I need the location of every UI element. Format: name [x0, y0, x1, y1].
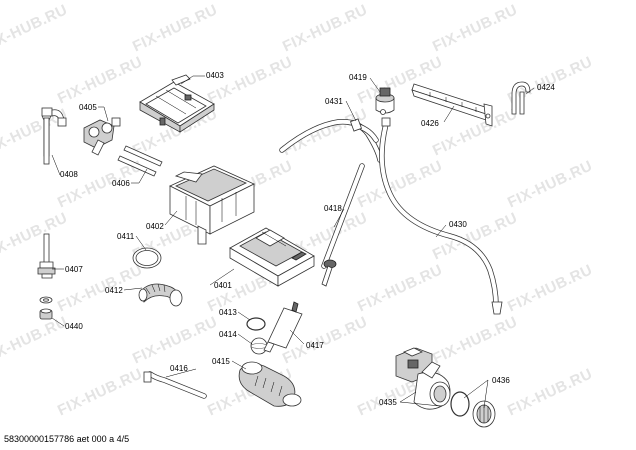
ball-0414 [250, 337, 268, 355]
part-label-0419: 0419 [349, 73, 367, 82]
part-label-0435: 0435 [379, 398, 397, 407]
bellows-hose-0412 [138, 283, 183, 307]
part-label-0408: 0408 [60, 170, 78, 179]
leader-lines [51, 75, 535, 409]
filter-0436 [472, 400, 496, 428]
part-label-0411: 0411 [117, 232, 135, 241]
part-label-0417: 0417 [306, 341, 324, 350]
part-label-0402: 0402 [146, 222, 164, 231]
part-label-0416: 0416 [170, 364, 188, 373]
hose-clamp-0411 [132, 247, 162, 269]
drawer-cover-0403 [139, 74, 215, 133]
bracket-0426 [411, 83, 493, 127]
clip-0424 [511, 81, 531, 115]
part-label-0418: 0418 [324, 204, 342, 213]
drain-hose-0430 [379, 117, 503, 315]
ring-0413 [246, 317, 266, 331]
part-label-0405: 0405 [79, 103, 97, 112]
document-footer: 58300000157786 aet 000 a 4/5 [4, 434, 130, 444]
detergent-drawer-0401 [229, 227, 315, 287]
part-label-0413: 0413 [219, 308, 237, 317]
hose-0431 [279, 118, 383, 163]
part-label-0407: 0407 [65, 265, 83, 274]
pressure-sensor-0419 [375, 87, 395, 115]
hose-0418 [321, 163, 365, 287]
inlet-pipe-0408 [41, 107, 67, 165]
part-label-0424: 0424 [537, 83, 555, 92]
solenoid-valve-0405 [83, 117, 121, 156]
part-label-0406: 0406 [112, 179, 130, 188]
part-label-0430: 0430 [449, 220, 467, 229]
part-label-0426: 0426 [421, 119, 439, 128]
part-label-0403: 0403 [206, 71, 224, 80]
part-label-0431: 0431 [325, 97, 343, 106]
dispenser-housing-0402 [169, 165, 255, 245]
part-label-0440: 0440 [65, 322, 83, 331]
hose-0416 [143, 371, 207, 399]
part-label-0412: 0412 [105, 286, 123, 295]
part-label-0415: 0415 [212, 357, 230, 366]
hose-connector-0407 [37, 233, 56, 279]
hoses-0406 [117, 145, 163, 177]
washer-0440 [39, 296, 53, 320]
sump-0415 [238, 361, 302, 407]
part-label-0436: 0436 [492, 376, 510, 385]
tube-0417 [263, 301, 303, 353]
drain-pump-0435 [395, 347, 451, 410]
part-label-0401: 0401 [214, 281, 232, 290]
seal-0436 [450, 391, 470, 417]
part-label-0414: 0414 [219, 330, 237, 339]
